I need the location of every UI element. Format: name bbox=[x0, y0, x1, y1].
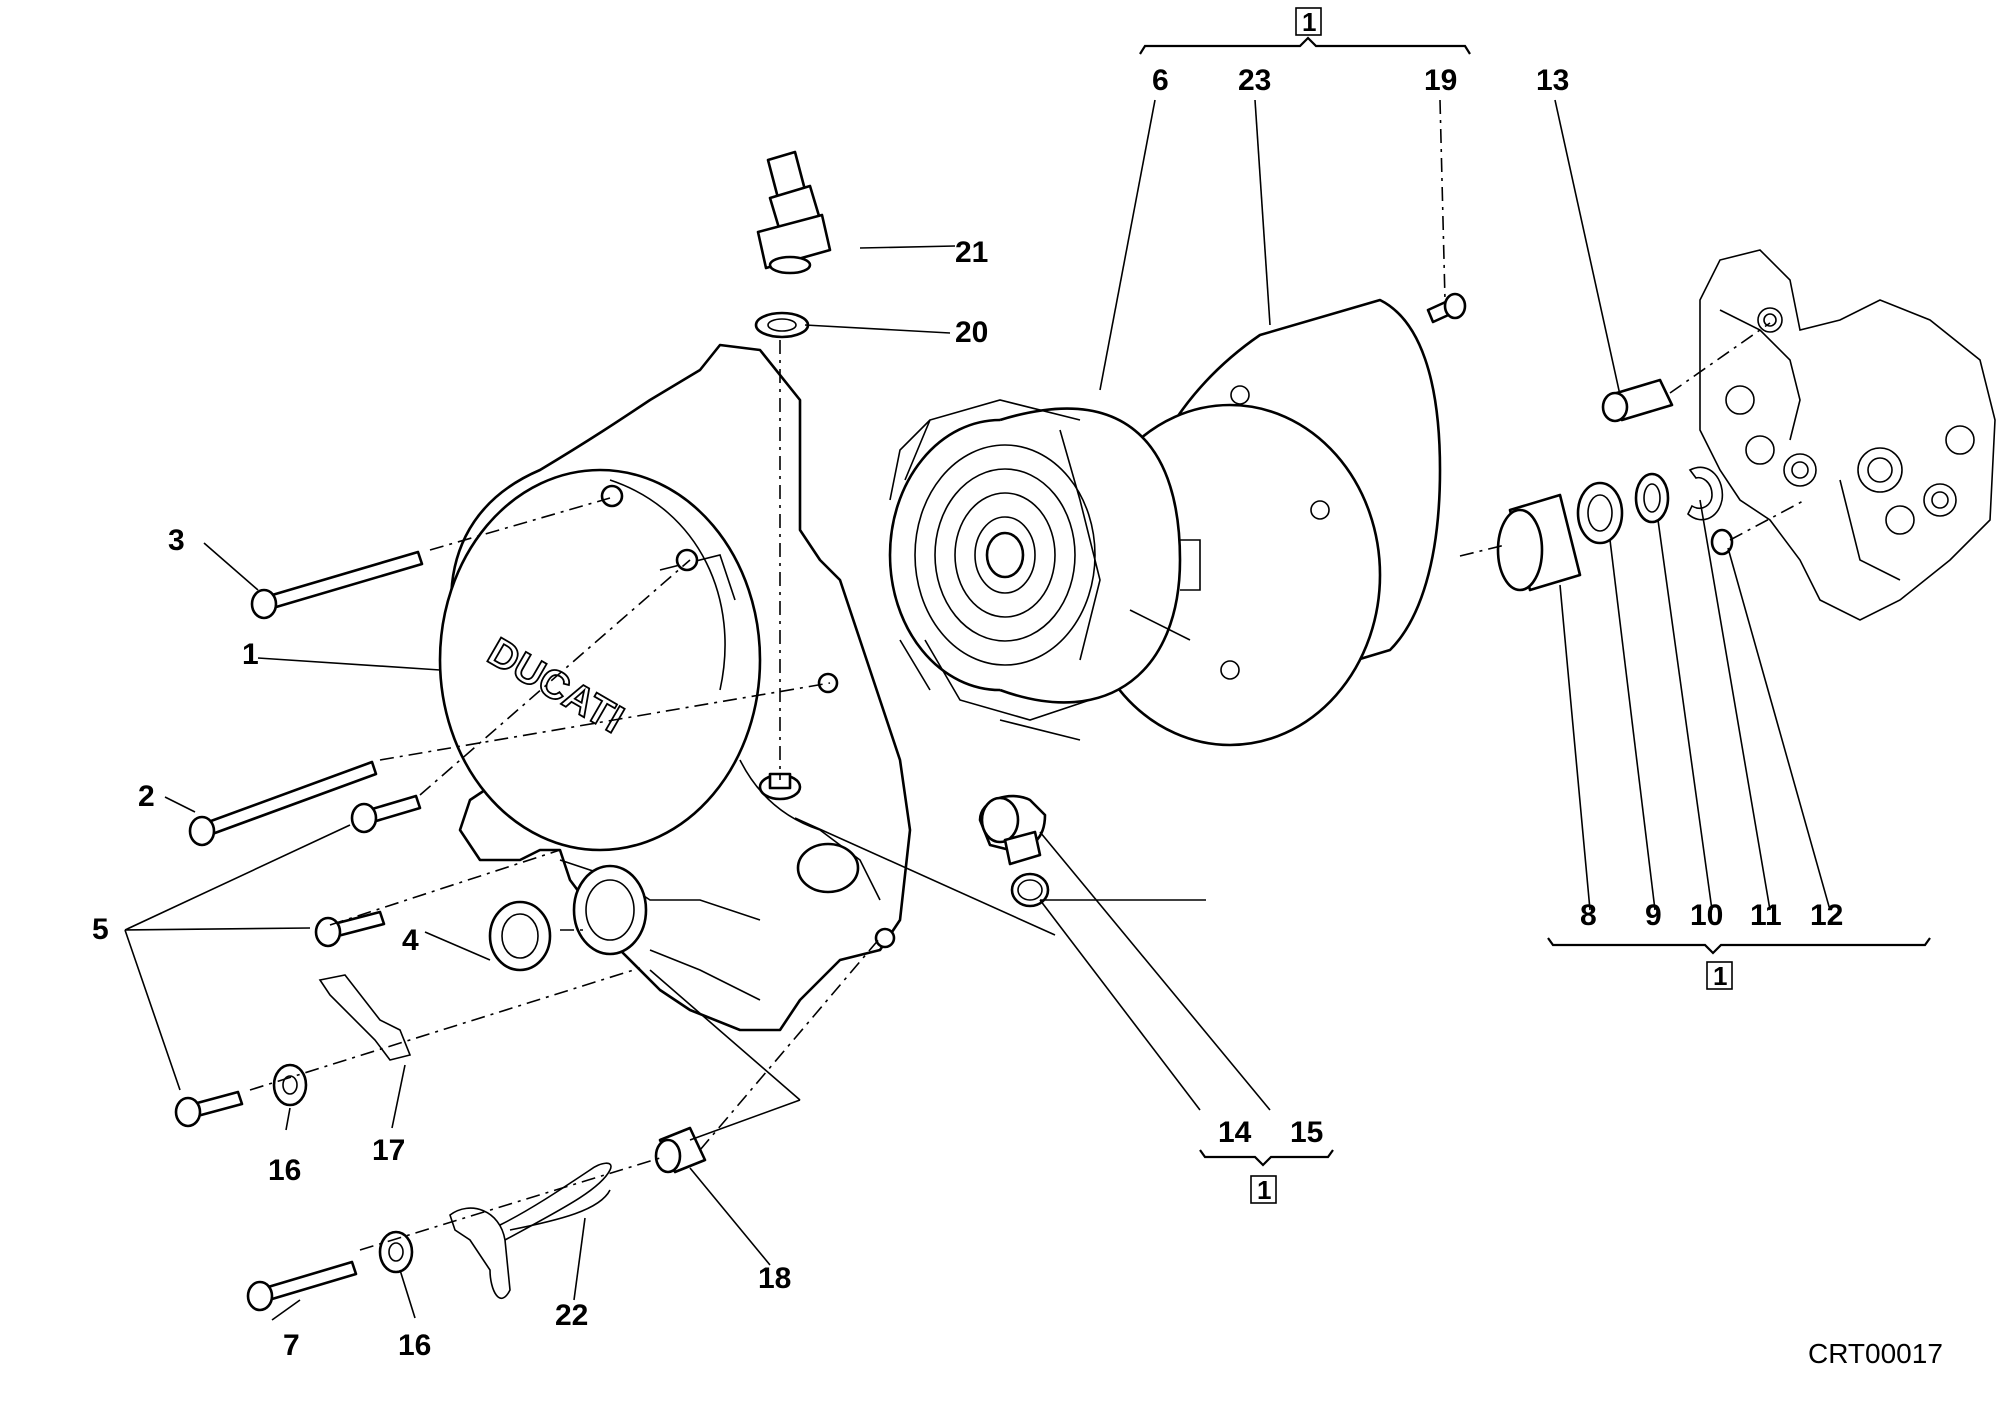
spacer-18 bbox=[654, 1126, 707, 1174]
label-1: 1 bbox=[242, 638, 259, 671]
label-14: 14 bbox=[1218, 1116, 1252, 1149]
label-7: 7 bbox=[283, 1329, 300, 1362]
label-21: 21 bbox=[955, 236, 988, 269]
label-16-lower: 16 bbox=[398, 1329, 431, 1362]
screw-19 bbox=[1426, 292, 1467, 324]
plug-15 bbox=[978, 794, 1047, 866]
label-8: 8 bbox=[1580, 899, 1597, 932]
label-23: 23 bbox=[1238, 64, 1271, 97]
label-19: 19 bbox=[1424, 64, 1457, 97]
o-ring-12 bbox=[1710, 528, 1734, 556]
seal-9 bbox=[1576, 481, 1624, 545]
label-5: 5 bbox=[92, 913, 109, 946]
label-3: 3 bbox=[168, 524, 185, 557]
label-16-upper: 16 bbox=[268, 1154, 301, 1187]
washer-20 bbox=[754, 311, 810, 339]
label-9: 9 bbox=[1645, 899, 1662, 932]
group-brace-bottom: 1 bbox=[1199, 1149, 1334, 1205]
circlip-11 bbox=[1687, 466, 1724, 521]
leader-lines bbox=[124, 99, 1831, 1321]
label-13: 13 bbox=[1536, 64, 1569, 97]
group-brace-top: 1 bbox=[1139, 7, 1471, 55]
seal-4 bbox=[488, 900, 552, 972]
ring-10 bbox=[1634, 472, 1670, 524]
group-box-label-top: 1 bbox=[1302, 7, 1316, 37]
crankcase-outline bbox=[1699, 249, 1996, 621]
sensor-21 bbox=[756, 150, 832, 275]
wire-clip-17 bbox=[318, 974, 412, 1061]
bolt-7 bbox=[246, 1260, 358, 1312]
sleeve-8 bbox=[1496, 493, 1582, 592]
label-6: 6 bbox=[1152, 64, 1169, 97]
label-22: 22 bbox=[555, 1299, 588, 1332]
label-2: 2 bbox=[138, 780, 155, 813]
group-box-label-right: 1 bbox=[1713, 961, 1727, 991]
label-4: 4 bbox=[402, 924, 419, 957]
label-15: 15 bbox=[1290, 1116, 1323, 1149]
label-10: 10 bbox=[1690, 899, 1723, 932]
group-brace-right: 1 bbox=[1547, 937, 1931, 991]
bolt-5-lower bbox=[174, 1090, 244, 1128]
label-12: 12 bbox=[1810, 899, 1843, 932]
part-number-labels: 1 2 3 4 5 6 23 19 13 21 20 8 9 10 11 12 … bbox=[92, 64, 1843, 1362]
clutch-basket-assembly bbox=[888, 298, 1442, 747]
label-18: 18 bbox=[758, 1262, 791, 1295]
bolt-5-middle bbox=[314, 910, 386, 948]
label-20: 20 bbox=[955, 316, 988, 349]
group-box-label-bottom: 1 bbox=[1257, 1175, 1271, 1205]
alignment-lines bbox=[249, 322, 1806, 1251]
bushing-13 bbox=[1601, 378, 1674, 423]
image-code: CRT00017 bbox=[1808, 1338, 1943, 1369]
label-11: 11 bbox=[1750, 899, 1782, 932]
washer-16-upper bbox=[272, 1063, 308, 1107]
bolt-3 bbox=[250, 550, 424, 620]
clutch-cover: DUCATI bbox=[438, 343, 912, 1032]
o-ring-14 bbox=[1010, 872, 1050, 908]
washer-16-lower bbox=[378, 1230, 414, 1274]
label-17: 17 bbox=[372, 1134, 405, 1167]
bolt-2 bbox=[188, 760, 378, 847]
wire-clip-22 bbox=[449, 1162, 612, 1299]
bolt-5-upper bbox=[350, 794, 422, 834]
